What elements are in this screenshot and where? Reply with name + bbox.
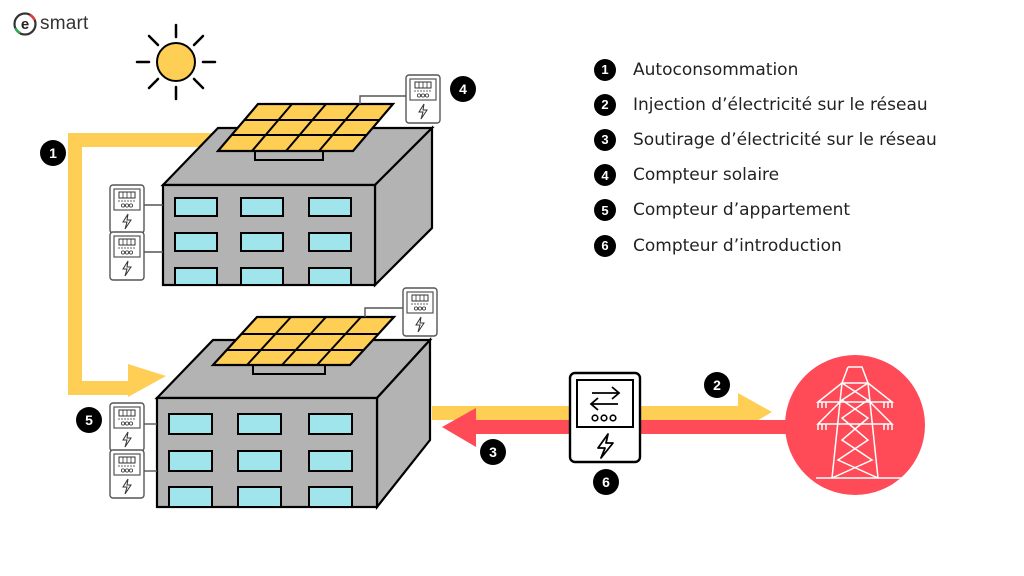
esmart-logo-icon: e (13, 12, 37, 36)
legend-number-badge: 5 (594, 199, 616, 222)
logo-letter: e (21, 16, 29, 33)
solar-meter-icon-top (405, 74, 441, 124)
marker-apartment-meter: 5 (76, 407, 102, 433)
legend-item-compteur-introduction: 6 Compteur d’introduction (594, 228, 937, 263)
apartment-meter-icon (109, 231, 145, 281)
legend-number-badge: 4 (594, 164, 616, 187)
legend-item-autoconsommation: 1 Autoconsommation (594, 52, 937, 87)
legend-item-compteur-solaire: 4 Compteur solaire (594, 158, 937, 193)
legend-number-badge: 1 (594, 58, 616, 81)
legend-label: Autoconsommation (633, 59, 799, 80)
apartment-meter-icon (109, 449, 145, 499)
power-grid (785, 355, 925, 495)
sun-icon (135, 23, 217, 101)
legend-label: Soutirage d’électricité sur le réseau (633, 129, 937, 150)
marker-self-consumption: 1 (40, 140, 66, 166)
solar-panel-icon (210, 315, 397, 375)
legend-label: Injection d’électricité sur le réseau (633, 94, 928, 115)
esmart-logo: e smart (12, 11, 89, 37)
apartment-meter-icon (109, 184, 145, 234)
legend-item-soutirage: 3 Soutirage d’électricité sur le réseau (594, 122, 937, 157)
building-bottom (109, 287, 438, 511)
legend-item-compteur-appartement: 5 Compteur d’appartement (594, 193, 937, 228)
bidirectional-meter-icon (568, 371, 642, 464)
self-consumption-flow-arrow (68, 133, 220, 397)
legend-number-badge: 6 (594, 234, 616, 257)
solar-panel-icon (215, 102, 396, 161)
marker-solar-meter: 4 (450, 76, 476, 102)
solar-meter-icon-bottom (402, 287, 438, 337)
legend-number-badge: 3 (594, 128, 616, 151)
marker-withdrawal: 3 (480, 439, 506, 465)
legend-label: Compteur solaire (633, 165, 780, 186)
marker-injection: 2 (704, 372, 730, 398)
logo-wordmark: smart (40, 13, 89, 34)
marker-intro-meter: 6 (593, 469, 619, 495)
power-pylon-icon (815, 366, 910, 479)
legend-label: Compteur d’appartement (633, 200, 851, 221)
apartment-meter-icon (109, 402, 145, 452)
legend: 1 Autoconsommation 2 Injection d’électri… (594, 52, 937, 263)
legend-label: Compteur d’introduction (633, 235, 842, 256)
legend-item-injection: 2 Injection d’électricité sur le réseau (594, 87, 937, 122)
building-top (109, 74, 441, 288)
legend-number-badge: 2 (594, 93, 616, 116)
